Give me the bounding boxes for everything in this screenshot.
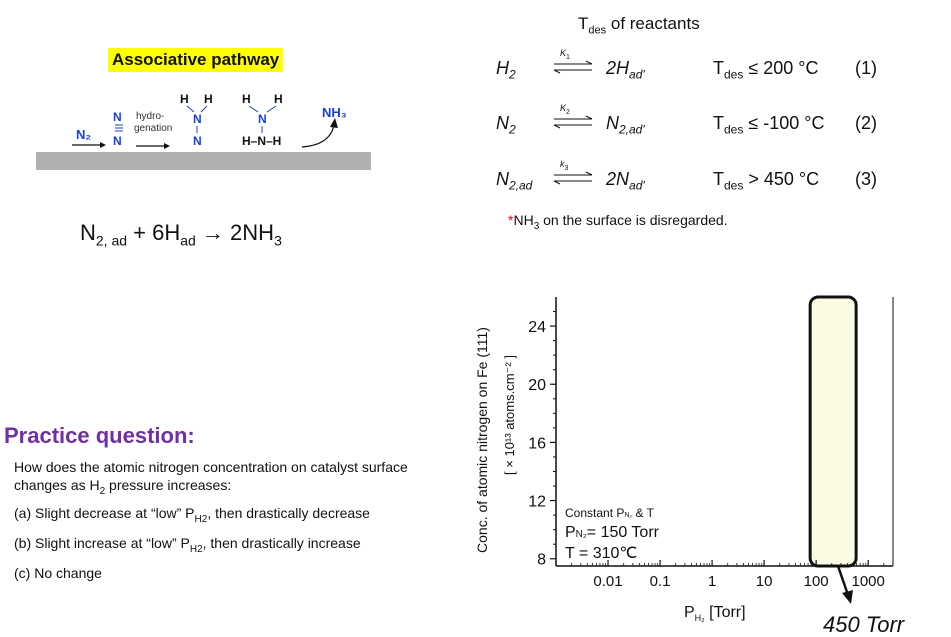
hydrogenation-label-1: hydro- — [136, 111, 164, 122]
callout-label: 450 Torr — [823, 612, 906, 637]
eq-condition: Tdes > 450 °C — [713, 169, 820, 193]
question-sub: 2 — [99, 485, 106, 497]
release-arrow — [301, 124, 335, 148]
equilibrium-arrows-icon — [553, 60, 593, 74]
eq-number: (2) — [855, 113, 877, 133]
highlight-region — [808, 295, 858, 568]
intermediate2-bond-right — [266, 105, 277, 113]
note-star: * — [508, 212, 514, 228]
option-c-text: (c) No change — [14, 565, 102, 581]
x-tick-label: 10 — [756, 573, 773, 590]
tdes-title-sub: des — [588, 24, 607, 37]
intermediate1-bond-left — [186, 105, 195, 113]
eq-right: 2Nad' — [606, 169, 645, 193]
option-a-sub: H2 — [194, 513, 208, 525]
intermediate1-n-bottom: N — [193, 134, 202, 148]
intermediate2-hnh: H–N–H — [242, 134, 281, 148]
intermediate1-bond-right — [200, 105, 208, 113]
practice-title: Practice question: — [4, 423, 195, 448]
option-b-sub: H2 — [189, 543, 203, 555]
eq-condition: Tdes ≤ 200 °C — [713, 58, 819, 82]
hydrogenation-label-2: genation — [134, 123, 172, 134]
intermediate2-bond-left — [248, 105, 259, 113]
adsorbed-n-top: N — [113, 110, 122, 124]
associative-pathway-banner: Associative pathway — [108, 48, 284, 72]
tdes-title-t: T — [578, 14, 589, 33]
annotation-pressure: PN₂= 150 Torr — [565, 524, 660, 541]
tdes-title: Tdes of reactants — [578, 14, 700, 36]
x-axis-label: PH₂ [Torr] — [684, 604, 746, 623]
option-c: (c) No change — [14, 565, 102, 581]
annotation-constant: Constant PN₂ & T — [565, 506, 655, 520]
release-arrow-head — [330, 118, 338, 128]
y-tick-label: 12 — [528, 494, 546, 511]
question-text-a: How does the atomic nitrogen concentrati… — [14, 459, 408, 493]
nh3-product-label: NH₃ — [322, 105, 347, 120]
eq-left: H2 — [496, 58, 516, 82]
reaction-h-sub: ad — [180, 232, 196, 249]
option-b: (b) Slight increase at “low” PH2, then d… — [14, 535, 361, 555]
y-axis-label: Conc. of atomic nitrogen on Fe (111) — [474, 327, 490, 553]
eq-condition: Tdes ≤ -100 °C — [713, 113, 825, 137]
eq-rate-constant: K2 — [560, 103, 570, 116]
reaction-n2-sub: 2, ad — [95, 232, 128, 249]
option-a: (a) Slight decrease at “low” PH2, then d… — [14, 505, 370, 525]
eq-rate-constant: k3 — [560, 159, 569, 172]
eq-number: (1) — [855, 58, 877, 78]
reaction-n2: N — [80, 220, 96, 245]
annotation-temperature: T = 310℃ — [565, 545, 637, 562]
intermediate2-h-left: H — [242, 92, 251, 106]
equilibrium-arrows-icon — [553, 115, 593, 129]
intermediate2-h-right: H — [274, 92, 283, 106]
reaction-plus-h: + 6H — [127, 220, 181, 245]
y-tick-label: 8 — [537, 552, 546, 569]
main-reaction: N2, ad + 6Had → 2NH3 — [80, 220, 282, 248]
note-text-b: on the surface is disregarded. — [539, 212, 728, 228]
x-tick-label: 100 — [804, 573, 829, 590]
eq-right: N2,ad' — [606, 113, 645, 137]
eq-rate-constant: K1 — [560, 48, 570, 61]
callout-arrow-head — [842, 590, 853, 604]
x-tick-label: 0.1 — [650, 573, 671, 590]
y-tick-label: 16 — [528, 435, 546, 452]
note-sub: 3 — [533, 220, 540, 232]
hydrogenation-arrow-head — [164, 143, 170, 149]
eq-number: (3) — [855, 169, 877, 189]
eq-right: 2Had' — [606, 58, 645, 82]
eq-left: N2,ad — [496, 169, 533, 193]
adsorbed-n-bottom: N — [113, 134, 122, 148]
practice-question: How does the atomic nitrogen concentrati… — [14, 458, 454, 501]
intermediate1-h-left: H — [180, 92, 189, 106]
catalyst-surface — [36, 152, 371, 170]
n2-molecule-label: N₂ — [76, 127, 91, 142]
reaction-nh3-sub: 3 — [274, 232, 282, 249]
intermediate2-n-top: N — [258, 112, 267, 126]
y-tick-label: 24 — [528, 319, 546, 336]
reaction-arrow-nh: → 2NH — [195, 220, 275, 245]
associative-pathway-diagram: N₂ N N hydro- genation H H N N H H N H–N… — [36, 92, 371, 170]
incoming-arrow-head — [100, 142, 106, 148]
callout-arrow — [836, 565, 850, 596]
disregard-note: *NH3 on the surface is disregarded. — [508, 212, 728, 232]
eq-left: N2 — [496, 113, 516, 137]
intermediate1-n-top: N — [193, 112, 202, 126]
option-a-text-end: , then drastically decrease — [207, 505, 370, 521]
y-axis-label-units: [ × 10¹³ atoms.cm⁻² ] — [502, 355, 517, 475]
x-tick-label: 0.01 — [593, 573, 622, 590]
option-b-text: (b) Slight increase at “low” P — [14, 535, 190, 551]
note-text-a: NH — [513, 212, 534, 228]
tdes-title-rest: of reactants — [606, 14, 700, 33]
x-tick-label: 1 — [708, 573, 716, 590]
option-a-text: (a) Slight decrease at “low” P — [14, 505, 195, 521]
y-tick-label: 20 — [528, 377, 546, 394]
x-tick-label: 1000 — [851, 573, 884, 590]
question-text-b: pressure increases: — [105, 477, 232, 493]
equilibrium-arrows-icon — [553, 171, 593, 185]
intermediate1-h-right: H — [204, 92, 213, 106]
option-b-text-end: , then drastically increase — [202, 535, 361, 551]
